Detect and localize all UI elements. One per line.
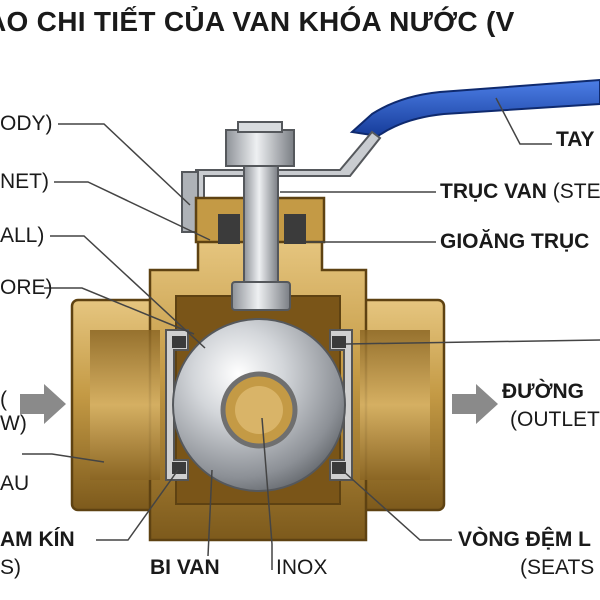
leader-lines [22,97,600,570]
label-bonnet: NET) [0,170,49,193]
label-inox: INOX [276,556,328,579]
label-seats-bold: VÒNG ĐỆM L [458,528,592,551]
label-gland: GIOĂNG TRỤC [440,230,590,253]
label-seats-normal: (SEATS [520,556,595,579]
label-outlet-normal: (OUTLET [510,408,600,431]
label-ball: ALL) [0,224,45,247]
label-outlet-bold: ĐƯỜNG [502,380,585,403]
label-seal-b: S) [0,556,21,579]
label-inlet-a: ( [0,388,7,411]
label-body: ODY) [0,112,53,135]
label-handle: TAY [556,128,595,151]
inlet-arrow [20,384,66,424]
label-thread: AU [0,472,30,495]
label-ball-valve: BI VAN [150,556,220,579]
label-stem-bold: TRỤC VAN [440,180,547,203]
valve-ball [172,318,346,492]
label-bore: ORE) [0,276,53,299]
outlet-arrow [452,384,498,424]
valve-stem [225,121,295,311]
stem-nut [225,129,295,167]
diagram-title: ẠO CHI TIẾT CỦA VAN KHÓA NƯỚC (V [0,6,515,37]
label-stem: TRỤC VAN (STE [440,180,600,204]
gland-packing-left [218,214,240,244]
label-seal-a: AM KÍN [0,528,75,551]
gland-packing-right [284,214,306,244]
label-stem-normal: (STE [552,180,600,203]
label-inlet-b: W) [0,412,27,435]
